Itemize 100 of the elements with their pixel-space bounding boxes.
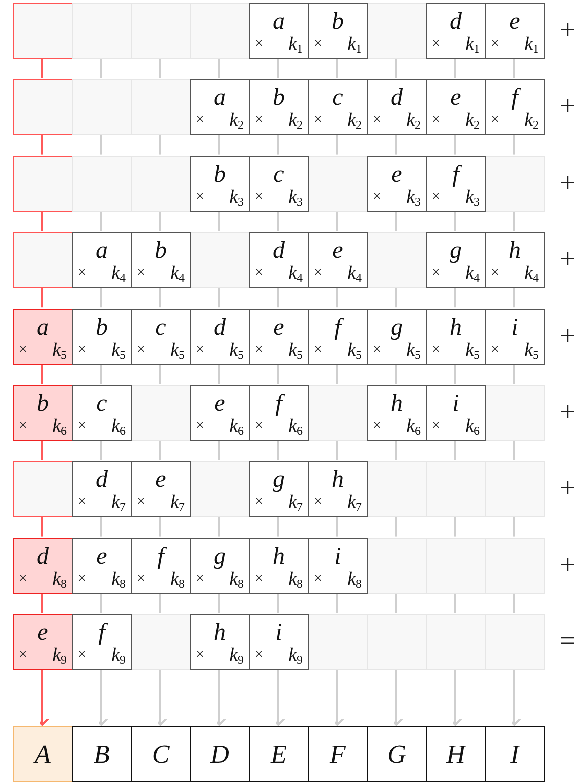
variable-letter: d (36, 544, 50, 569)
times-sign: × (432, 342, 440, 358)
connector-line (218, 212, 220, 232)
connector-line (514, 212, 516, 232)
variable-letter: i (510, 316, 520, 340)
coefficient-label: k$_{7}$ (112, 492, 126, 514)
times-sign: × (255, 342, 264, 358)
coefficient-label: k$_{9}$ (52, 645, 67, 668)
term-box (308, 79, 368, 136)
result-box (190, 726, 250, 782)
term-box (249, 614, 309, 670)
connector-line (514, 517, 516, 537)
coefficient-label: k$_{2}$ (466, 110, 480, 132)
connector-line (218, 59, 220, 78)
times-sign: × (137, 572, 146, 587)
coefficient-label: k$_{5}$ (348, 340, 362, 362)
connector-line (514, 364, 516, 384)
term-box (485, 308, 545, 365)
term-box (426, 308, 486, 365)
variable-letter: b (95, 316, 109, 340)
connector-line (278, 364, 280, 384)
term-box (190, 385, 250, 441)
term-box (367, 308, 427, 365)
variable-label: I (510, 741, 522, 769)
term-box (426, 3, 486, 59)
connector-line (218, 364, 220, 384)
times-sign: × (78, 419, 86, 434)
connector-line (396, 212, 398, 232)
connector-line (396, 288, 398, 308)
coefficient-label: k$_{2}$ (524, 110, 539, 132)
times-sign: × (137, 495, 146, 510)
connector-line (278, 441, 280, 460)
operator-sign: + (560, 322, 576, 351)
coefficient-label: k$_{9}$ (288, 645, 303, 668)
times-sign: × (196, 572, 204, 587)
coefficient-label: k$_{5}$ (288, 340, 303, 362)
connector-line (454, 135, 456, 155)
term-box (13, 308, 73, 365)
connector-line (396, 441, 398, 460)
variable-label: C (151, 741, 171, 769)
term-box (131, 538, 191, 594)
coefficient-label: k$_{8}$ (52, 568, 67, 591)
variable-letter: h (213, 621, 227, 646)
times-sign: × (255, 113, 264, 128)
times-sign: × (314, 113, 322, 128)
times-sign: × (255, 266, 264, 282)
times-sign: × (19, 419, 28, 434)
times-sign: × (19, 342, 28, 358)
variable-letter: g (272, 468, 286, 492)
variable-letter: f (132, 544, 190, 569)
coefficient-label: k$_{4}$ (288, 263, 303, 286)
connector-line (336, 59, 338, 78)
variable-letter: c (96, 392, 108, 416)
coefficient-label: k$_{5}$ (230, 340, 244, 362)
variable-letter: e (154, 468, 168, 492)
connector-line (278, 59, 280, 78)
term-box (426, 232, 486, 288)
coefficient-label: k$_{8}$ (170, 568, 185, 591)
term-box (308, 461, 368, 518)
variable-label: D (209, 741, 230, 769)
variable-letter: d (213, 316, 227, 340)
coefficient-label: k$_{5}$ (466, 340, 480, 362)
term-box (249, 538, 309, 594)
term-box (131, 232, 191, 288)
connector-line (336, 517, 338, 537)
connector-line (336, 364, 338, 384)
coefficient-label: k$_{6}$ (112, 416, 126, 438)
connector-line (454, 594, 456, 614)
times-sign: × (255, 190, 264, 205)
term-box (249, 385, 309, 441)
variable-letter: h (449, 316, 463, 340)
coefficient-label: k$_{1}$ (466, 34, 480, 56)
operator-sign: + (560, 475, 576, 504)
variable-letter: b (272, 86, 286, 110)
times-sign: × (373, 190, 382, 205)
term-box (190, 79, 250, 136)
result-box (485, 726, 545, 782)
connector-line (454, 212, 456, 232)
connector-line (218, 594, 220, 614)
times-sign: × (19, 648, 28, 664)
coefficient-label: k$_{2}$ (406, 110, 421, 132)
coefficient-label: k$_{8}$ (288, 568, 303, 591)
term-box (72, 538, 132, 594)
connector-line (454, 288, 456, 308)
operator-sign: + (560, 246, 576, 274)
connector-line (278, 135, 280, 155)
variable-letter: i (274, 621, 284, 646)
result-box (308, 726, 368, 782)
coefficient-label: k$_{2}$ (230, 110, 244, 132)
term-box (13, 538, 73, 594)
coefficient-label: k$_{4}$ (112, 263, 126, 286)
result-box (72, 726, 132, 782)
result-box (367, 726, 427, 782)
operator-sign: + (560, 93, 576, 122)
coefficient-label: k$_{4}$ (348, 263, 362, 286)
variable-letter: f (427, 162, 485, 187)
variable-letter: c (154, 316, 168, 340)
coefficient-label: k$_{6}$ (466, 416, 480, 438)
coefficient-label: k$_{5}$ (406, 340, 421, 362)
connector-line (336, 212, 338, 232)
